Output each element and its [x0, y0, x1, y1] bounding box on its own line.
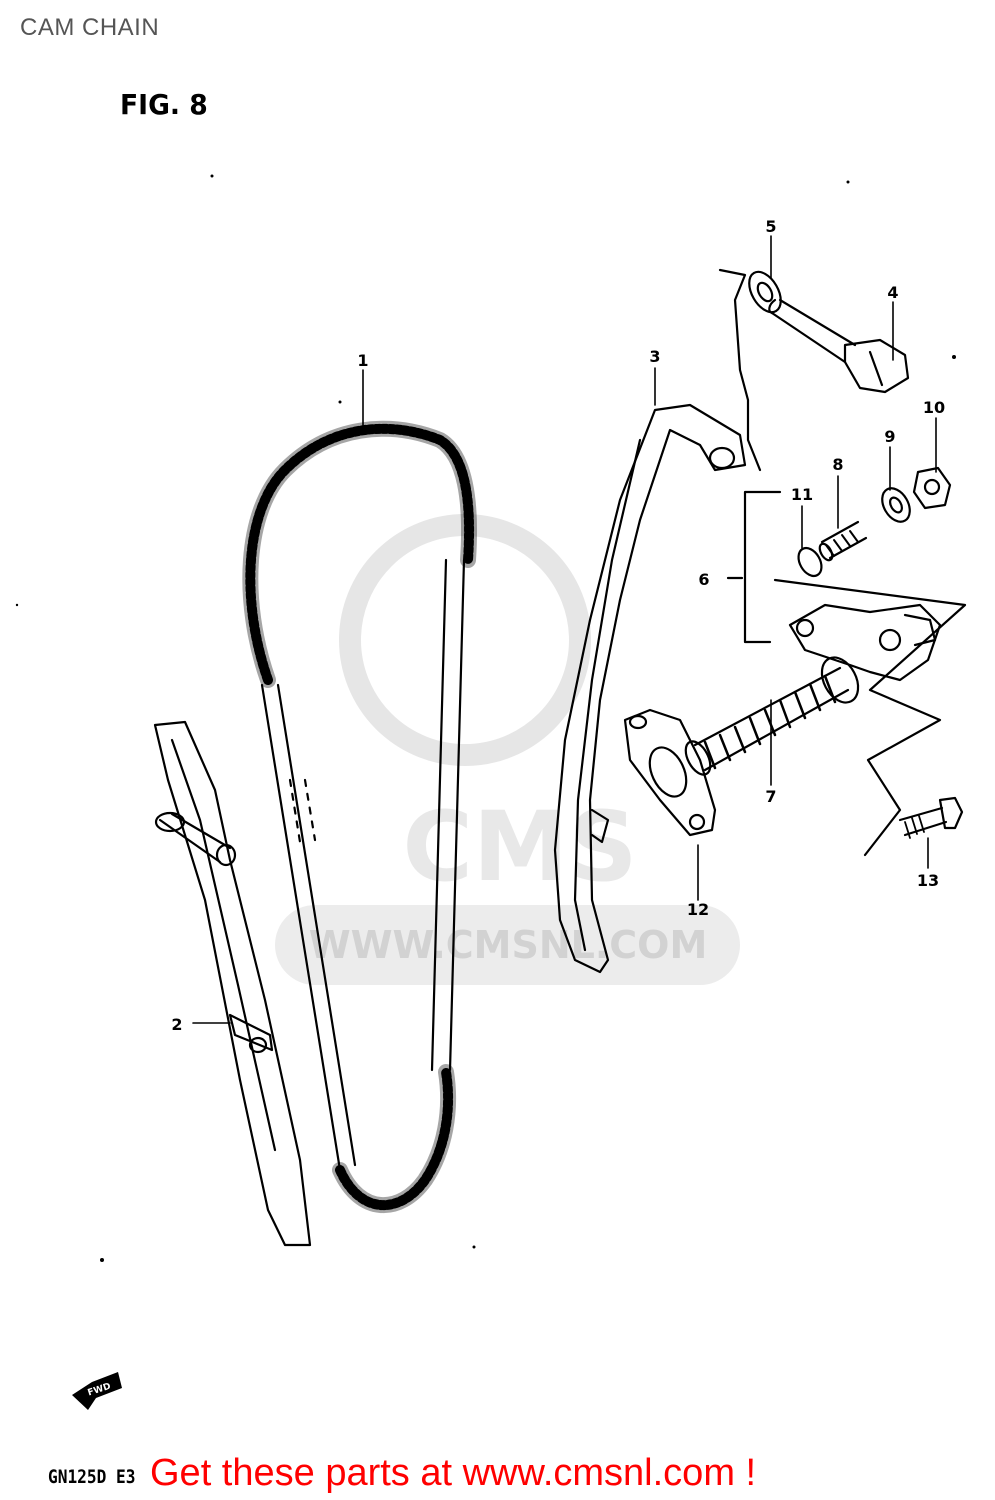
- callout-5: 5: [765, 217, 776, 236]
- watermark-banner: [275, 905, 740, 985]
- pivot-bolt[interactable]: [768, 298, 910, 394]
- forward-arrow-icon: FWD: [72, 1372, 122, 1410]
- leader-lines: [192, 235, 937, 1024]
- chain-guide[interactable]: [153, 720, 312, 1247]
- callout-3: 3: [649, 347, 660, 366]
- o-ring[interactable]: [794, 544, 826, 580]
- watermark-logo: CMS: [402, 791, 637, 903]
- reference-line-lower: [773, 578, 967, 857]
- tensioner-assembly[interactable]: [681, 603, 942, 779]
- callout-4: 4: [887, 283, 898, 302]
- model-code: GN125D E3: [48, 1466, 136, 1488]
- promo-link[interactable]: Get these parts at www.cmsnl.com !: [150, 1452, 757, 1494]
- callout-8: 8: [832, 455, 843, 474]
- callout-2: 2: [171, 1015, 182, 1034]
- figure-label: FIG. 8: [120, 88, 208, 121]
- watermark-url: WWW.CMSNL.COM: [309, 923, 708, 967]
- washer-5[interactable]: [743, 266, 788, 317]
- callout-9: 9: [884, 427, 895, 446]
- adjusting-screw[interactable]: [817, 520, 868, 562]
- callout-1: 1: [357, 351, 368, 370]
- reference-line-upper: [718, 268, 762, 472]
- cam-chain[interactable]: [242, 420, 478, 1213]
- assembly-bracket: [726, 490, 782, 644]
- tensioner-arm[interactable]: [553, 403, 747, 974]
- washer-9[interactable]: [877, 483, 916, 526]
- callout-13: 13: [917, 871, 939, 890]
- callout-11: 11: [791, 485, 813, 504]
- callout-10: 10: [923, 398, 945, 417]
- mounting-bolt[interactable]: [898, 796, 964, 839]
- callout-6: 6: [698, 570, 709, 589]
- callout-7: 7: [765, 787, 776, 806]
- callout-12: 12: [687, 900, 709, 919]
- watermark: WWW.CMSNL.COM CMS: [275, 514, 740, 985]
- page-title: CAM CHAIN: [20, 14, 160, 41]
- scan-specks: [15, 174, 956, 1262]
- gasket[interactable]: [623, 708, 717, 837]
- lock-nut[interactable]: [912, 466, 952, 510]
